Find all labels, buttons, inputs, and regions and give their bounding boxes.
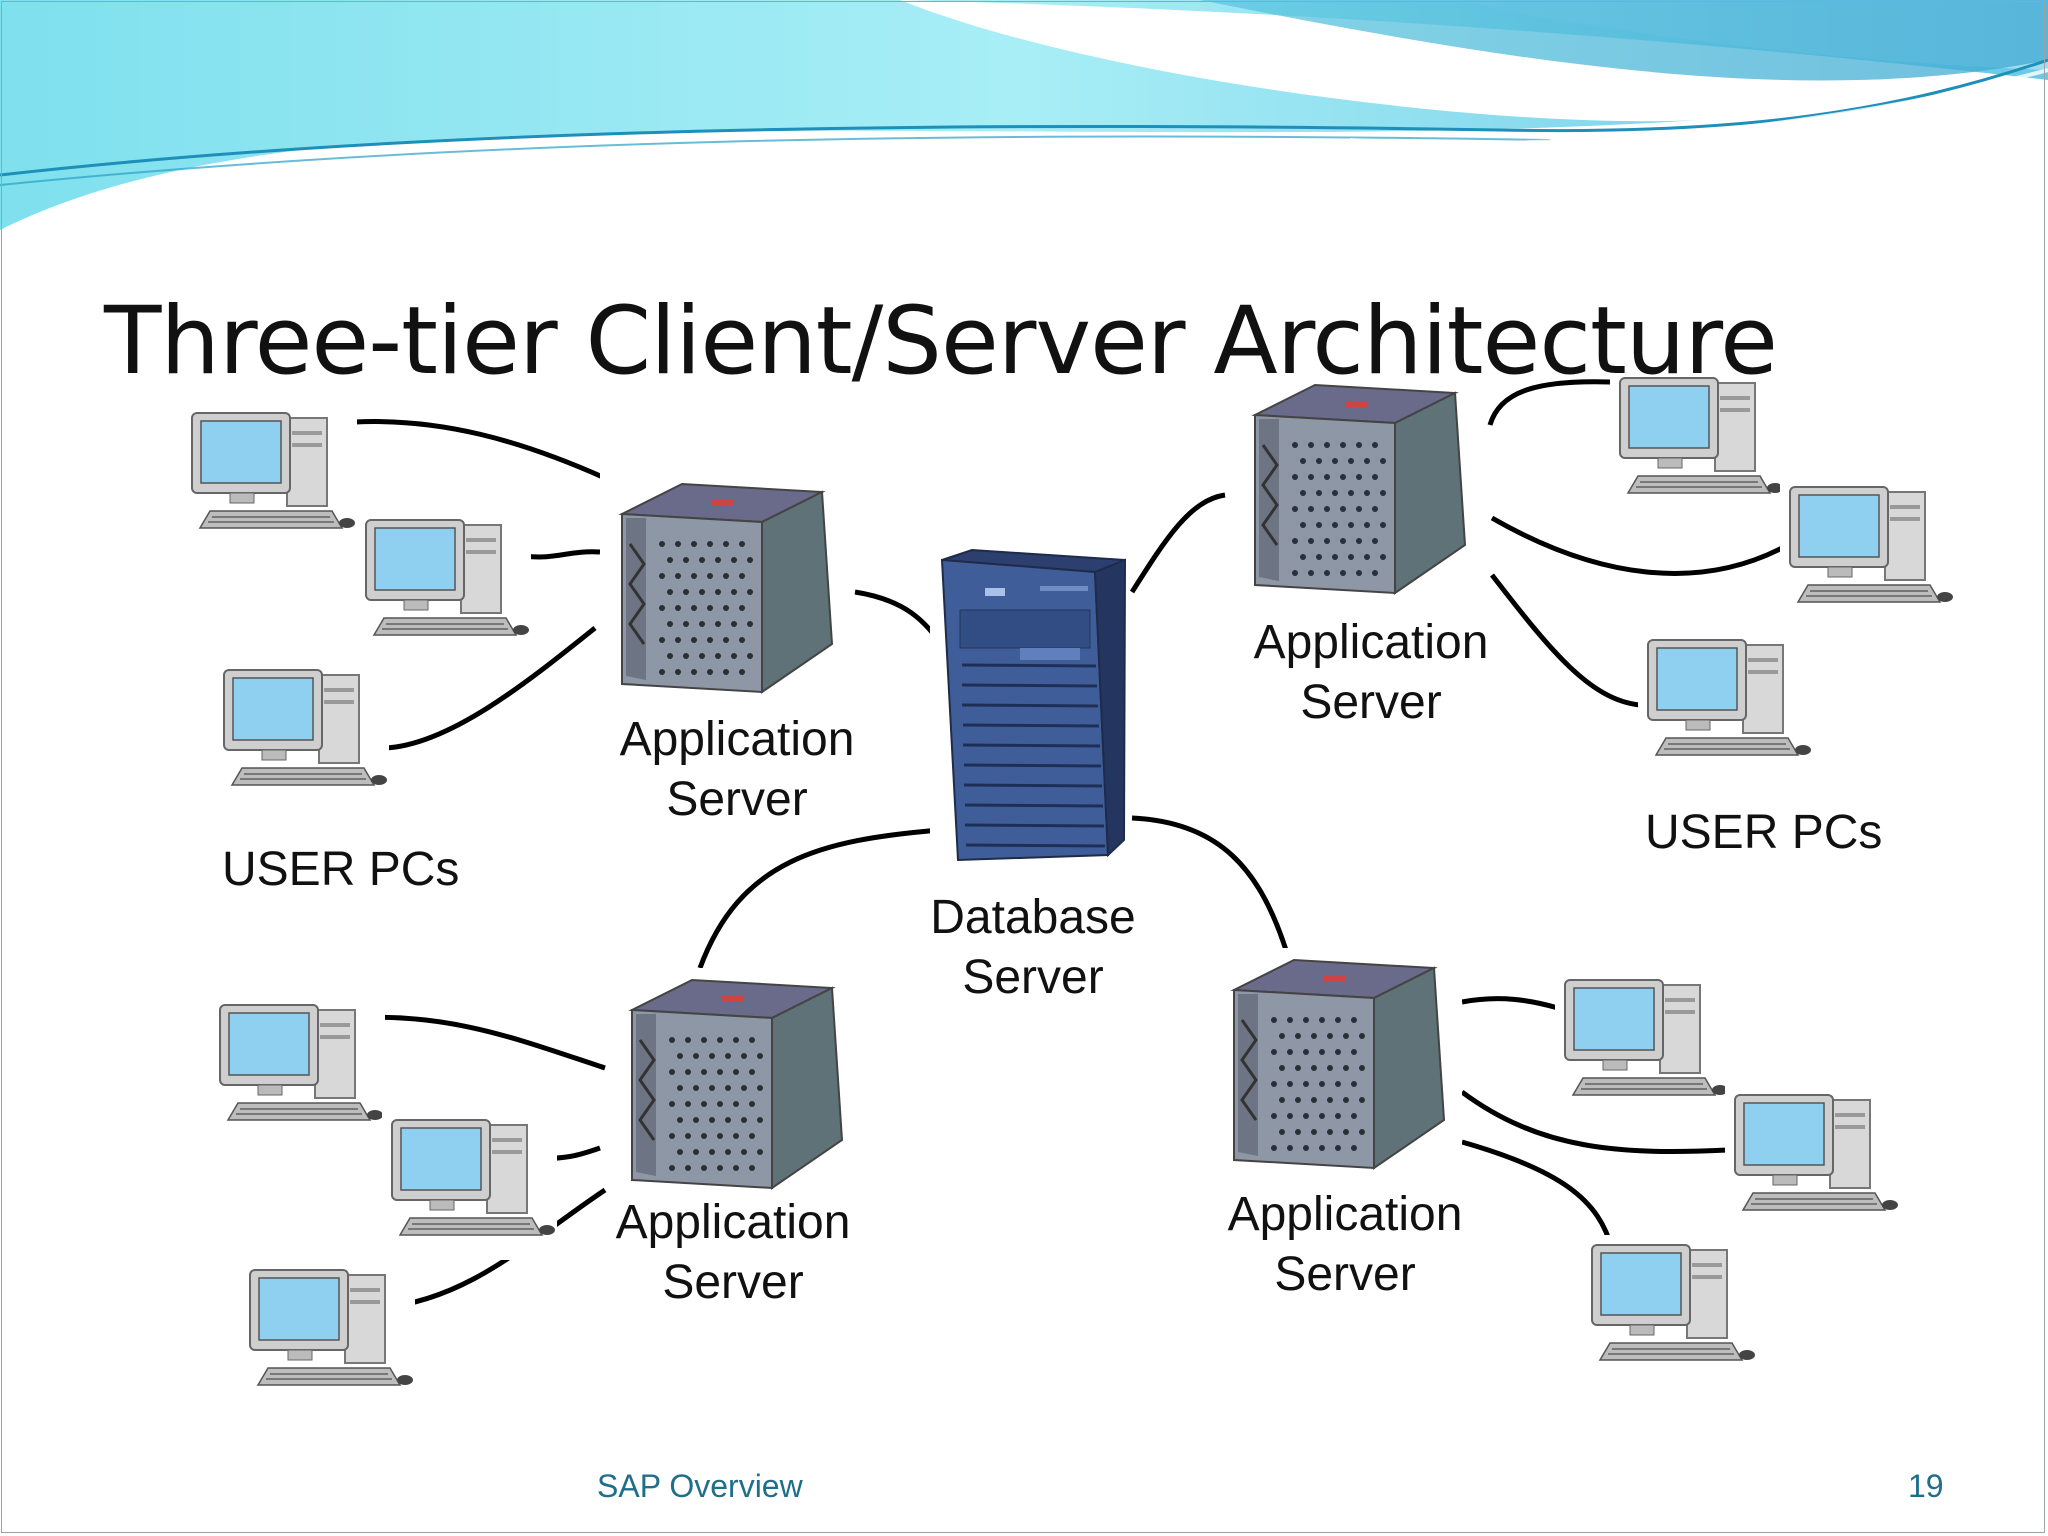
link-pc-tl2-app-tl <box>524 549 601 560</box>
user-pc-icon <box>213 659 390 811</box>
link-app-tr-pc-tr3 <box>1490 573 1641 708</box>
application-server-icon <box>1210 946 1464 1190</box>
user-pc-icon <box>209 994 386 1146</box>
label-app-server-top-right: Application Server <box>1240 613 1502 733</box>
user-pc-icon <box>1637 629 1814 781</box>
database-server-icon <box>930 540 1130 862</box>
link-app-br-pc-br2 <box>1460 1089 1729 1154</box>
link-db-app-tr <box>1129 492 1226 594</box>
user-pc-icon <box>355 509 532 661</box>
user-pc-icon <box>181 402 358 554</box>
label-line: Server <box>666 773 808 826</box>
slide-title: Three-tier Client/Server Architecture <box>104 287 1778 396</box>
link-app-br-pc-br1 <box>1461 996 1559 1011</box>
user-pc-icon <box>381 1109 558 1261</box>
label-user-pcs-left: USER PCs <box>222 843 460 896</box>
label-user-pcs-right: USER PCs <box>1645 806 1883 859</box>
link-pc-tl3-app-tl <box>384 626 597 751</box>
connection-lines <box>349 379 1784 1311</box>
link-app-br-pc-br3 <box>1461 1139 1615 1251</box>
link-app-tr-pc-tr1 <box>1487 379 1611 426</box>
footer-text: SAP Overview <box>597 1468 803 1504</box>
label-line: Server <box>1300 676 1442 729</box>
link-pc-tl1-app-tl <box>354 419 607 481</box>
link-db-app-bl <box>697 827 941 969</box>
application-server-icon <box>1231 371 1485 615</box>
application-server-icon <box>608 966 862 1210</box>
label-app-server-top-left: Application Server <box>606 710 868 830</box>
user-pc-icon <box>1779 476 1956 628</box>
label-line: Server <box>962 951 1104 1004</box>
page-number: 19 <box>1908 1468 1944 1504</box>
label-app-server-bottom-left: Application Server <box>602 1193 864 1313</box>
link-app-tr-pc-tr2 <box>1490 515 1784 576</box>
link-db-app-br <box>1131 815 1289 951</box>
label-database-server: Database Server <box>905 888 1161 1008</box>
label-line: Application <box>1227 1188 1463 1241</box>
label-line: Application <box>615 1196 851 1249</box>
label-line: Database <box>930 891 1136 944</box>
link-pc-bl1-app-bl <box>349 1014 606 1071</box>
user-pc-icon <box>239 1259 416 1411</box>
label-line: Server <box>1274 1248 1416 1301</box>
header-wave-decoration <box>0 0 2048 230</box>
label-line: Application <box>1253 616 1489 669</box>
label-line: Application <box>619 713 855 766</box>
label-line: Server <box>662 1256 804 1309</box>
user-pc-icon <box>1554 969 1731 1121</box>
user-pc-icon <box>1724 1084 1901 1236</box>
application-server-icon <box>598 470 852 714</box>
label-app-server-bottom-right: Application Server <box>1214 1185 1476 1305</box>
user-pc-icon <box>1581 1234 1758 1386</box>
